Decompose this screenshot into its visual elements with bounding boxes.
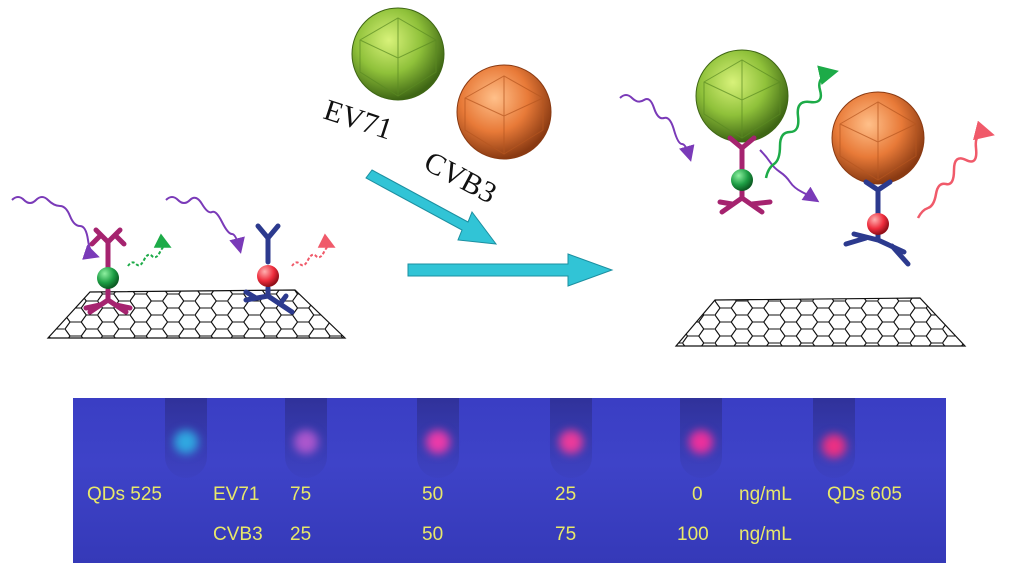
red-quantum-dot-right [867, 213, 889, 235]
graphene-sheet-left [46, 289, 347, 339]
fluorescence-photo: QDs 525 EV71 75 50 25 0 ng/mL QDs 605 CV… [73, 398, 946, 563]
antibody-navy-left [243, 223, 295, 315]
fluorescence-spot-2 [291, 428, 321, 456]
fluorescence-spot-4 [556, 428, 586, 456]
cvb3-value-4: 100 [677, 524, 709, 545]
fluorescence-spot-3 [423, 428, 453, 456]
ev71-value-3: 25 [555, 484, 577, 505]
red-quantum-dot-left [257, 265, 279, 287]
ev71-row-label: EV71 [213, 484, 260, 505]
qds-605-label: QDs 605 [827, 484, 902, 505]
detection-scheme: EV71 CVB3 [11, 7, 995, 347]
green-quantum-dot-right [731, 169, 753, 191]
qds-525-label: QDs 525 [87, 484, 162, 505]
ev71-unit: ng/mL [739, 484, 792, 505]
ev71-value-2: 50 [422, 484, 444, 505]
graphene-sheet-right [674, 297, 967, 347]
excitation-light-3 [619, 94, 695, 162]
ev71-value-1: 75 [290, 484, 312, 505]
antibody-navy-right [843, 179, 911, 267]
cvb3-unit: ng/mL [739, 524, 792, 545]
weak-green-emission [127, 233, 172, 267]
cvb3-row-label: CVB3 [213, 524, 263, 545]
antibody-magenta-right [717, 135, 773, 215]
ev71-label: EV71 [320, 93, 397, 146]
green-quantum-dot-left [97, 267, 119, 289]
fluorescence-spot-5 [686, 428, 716, 456]
cvb3-value-1: 25 [290, 524, 312, 545]
fluorescence-spot-1 [171, 428, 201, 456]
weak-red-emission [291, 233, 336, 267]
main-arrow [407, 253, 614, 287]
excitation-light-4 [759, 149, 820, 203]
strong-green-emission [764, 65, 839, 179]
cvb3-value-2: 50 [422, 524, 444, 545]
excitation-light-2 [165, 196, 245, 254]
strong-red-emission [916, 120, 995, 219]
excitation-light-1 [11, 196, 100, 260]
ev71-value-4: 0 [692, 484, 703, 505]
antibody-magenta-left [83, 227, 133, 315]
diagonal-arrow [365, 169, 498, 245]
fluorescence-spot-6 [819, 432, 849, 460]
cvb3-value-3: 75 [555, 524, 577, 545]
